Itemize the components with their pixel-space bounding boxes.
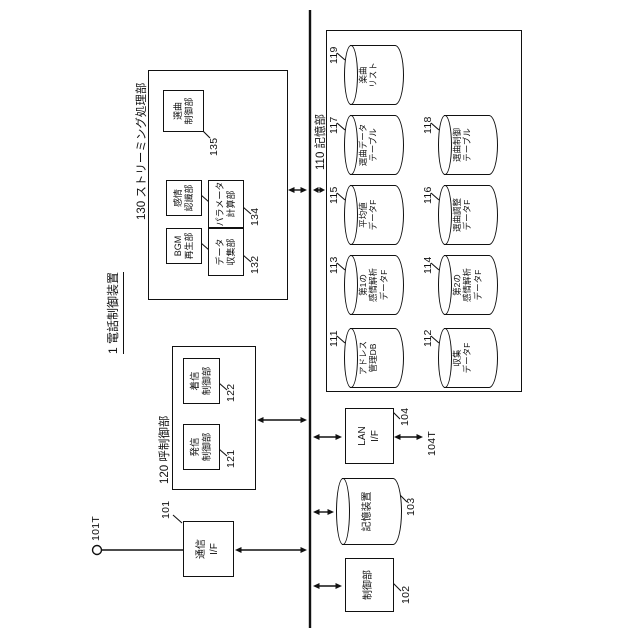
block-outgoing-control: 発信 制御部 (183, 424, 220, 470)
block-outgoing-control-label: 発信 制御部 (189, 432, 213, 462)
cylinder-emotion-analysis-2-label: 第2の 感情解析 データF (452, 268, 483, 303)
block-bgm-play-label: BGM 再生部 (173, 232, 194, 260)
ref-112: 112 (422, 329, 434, 347)
ref-116: 116 (422, 186, 434, 204)
ref-122: 122 (225, 383, 237, 402)
cylinder-music-list: 楽曲 リスト (344, 45, 404, 105)
block-emotion-recognition-label: 感情 認識部 (173, 184, 194, 212)
block-incoming-control: 着信 制御部 (183, 358, 220, 404)
block-data-collect: データ 収集部 (208, 228, 244, 276)
cylinder-storage-device: 記憶装置 (336, 478, 402, 545)
ref-135: 135 (208, 137, 220, 156)
terminal-101t-circle (91, 544, 103, 556)
terminal-104t-label: 104T (426, 430, 438, 456)
block-incoming-control-label: 着信 制御部 (189, 366, 213, 396)
block-data-collect-label: データ 収集部 (215, 238, 236, 266)
ref-132: 132 (249, 255, 261, 274)
streaming-title: 130 ストリーミング処理部 (136, 82, 148, 220)
cylinder-average-data-label: 平均値 データF (358, 199, 379, 231)
ref-113: 113 (328, 256, 340, 274)
arrow-comm-if-bus (235, 547, 307, 553)
cylinder-storage-device-label: 記憶装置 (362, 491, 373, 532)
cylinder-top (438, 185, 452, 245)
block-lan-if-label: LAN I/F (357, 426, 381, 446)
ref-102: 102 (400, 585, 412, 604)
call-control-title: 120 呼制御部 (159, 415, 171, 484)
cylinder-top (438, 115, 452, 175)
block-parameter-calc: パラメータ 計算部 (208, 180, 244, 228)
arrow-bus-storage-device (313, 509, 334, 515)
cylinder-top (344, 115, 358, 175)
terminal-101t-label: 101T (90, 515, 102, 541)
cylinder-average-data: 平均値 データF (344, 185, 404, 245)
block-comm-if-label: 通信 I/F (196, 539, 220, 559)
cylinder-music-list-label: 楽曲 リスト (358, 62, 379, 88)
block-control-label: 制御部 (363, 570, 375, 600)
cylinder-address-db-label: アドレス 管理DB (358, 341, 379, 376)
device-title: 1 電話制御装置 (104, 271, 124, 354)
cylinder-top (344, 255, 358, 315)
cylinder-emotion-analysis-1-label: 第1の 感情解析 データF (358, 268, 389, 303)
block-parameter-calc-label: パラメータ 計算部 (215, 181, 236, 227)
arrow-lan-if-104t (394, 434, 423, 440)
ref-121: 121 (225, 449, 237, 468)
block-control: 制御部 (345, 558, 394, 612)
ref-115: 115 (328, 186, 340, 204)
block-bgm-play: BGM 再生部 (166, 228, 202, 264)
block-lan-if: LAN I/F (345, 408, 394, 464)
cylinder-top (336, 478, 350, 545)
ref-103: 103 (405, 497, 417, 516)
cylinder-emotion-analysis-2: 第2の 感情解析 データF (438, 255, 498, 315)
cylinder-top (344, 45, 358, 105)
cylinder-song-adjust-data-label: 選曲調整 データF (452, 198, 473, 233)
cylinder-song-data-table-label: 選曲データ テーブル (358, 123, 379, 167)
ref-117: 117 (328, 116, 340, 134)
ref-119: 119 (328, 46, 340, 64)
arrow-streaming-bus (288, 187, 307, 193)
cylinder-song-control-table-label: 選曲制御 テーブル (452, 128, 473, 163)
arrow-bus-control (313, 583, 342, 589)
cylinder-top (344, 328, 358, 388)
ref-114: 114 (422, 256, 434, 274)
cylinder-top (438, 255, 452, 315)
arrow-bus-memory (313, 187, 325, 193)
block-emotion-recognition: 感情 認識部 (166, 180, 202, 216)
ref-111: 111 (328, 330, 340, 347)
ref-104: 104 (399, 407, 411, 426)
cylinder-address-db: アドレス 管理DB (344, 328, 404, 388)
cylinder-emotion-analysis-1: 第1の 感情解析 データF (344, 255, 404, 315)
arrow-bus-lan-if (313, 434, 342, 440)
ref-134: 134 (249, 207, 261, 226)
leader-lines (172, 52, 440, 592)
cylinder-song-adjust-data: 選曲調整 データF (438, 185, 498, 245)
cylinder-top (438, 328, 452, 388)
ref-118: 118 (422, 116, 434, 134)
block-comm-if: 通信 I/F (183, 521, 234, 577)
ref-101: 101 (160, 500, 172, 519)
cylinder-song-control-table: 選曲制御 テーブル (438, 115, 498, 175)
cylinder-collected-data-label: 収集 データF (452, 342, 473, 374)
block-song-select-control-label: 選曲 制御部 (172, 97, 194, 125)
cylinder-top (344, 185, 358, 245)
arrow-call-control-bus (257, 417, 307, 423)
cylinder-song-data-table: 選曲データ テーブル (344, 115, 404, 175)
cylinder-collected-data: 収集 データF (438, 328, 498, 388)
block-song-select-control: 選曲 制御部 (163, 90, 204, 132)
